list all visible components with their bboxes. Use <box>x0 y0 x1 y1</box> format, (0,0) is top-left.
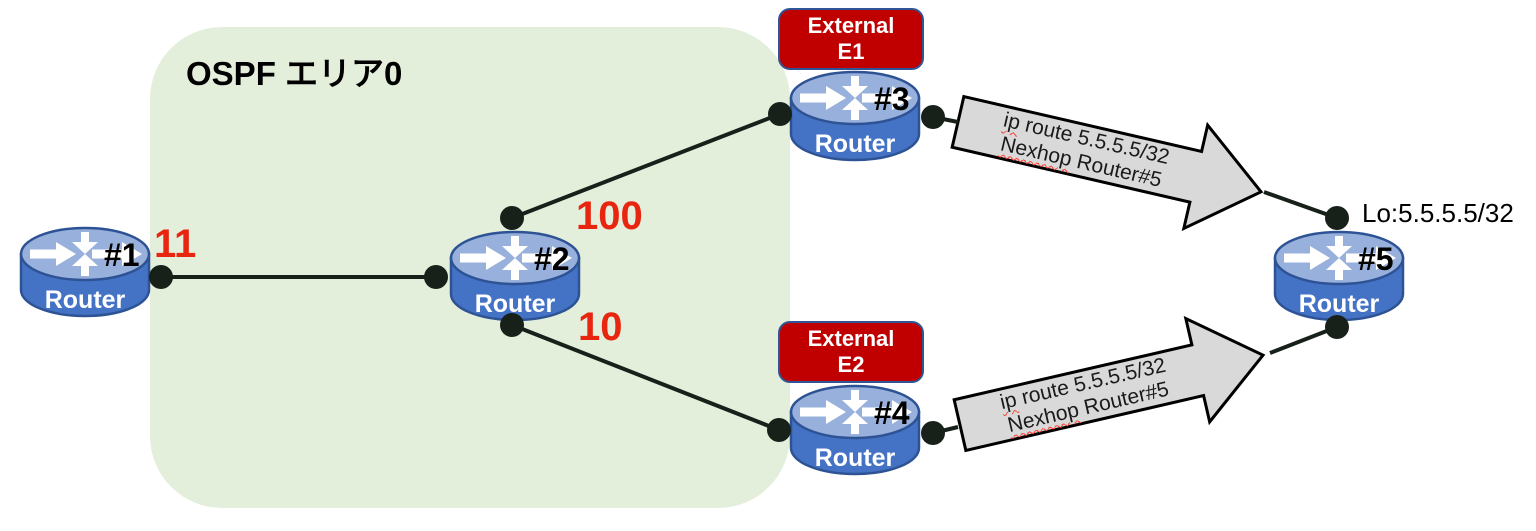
router-icon: #1 Router <box>19 226 151 318</box>
router-traffic-arrows-icon <box>1284 236 1396 280</box>
router-1-node: #1 Router <box>18 226 152 322</box>
badge-text-line2: E1 <box>837 39 865 64</box>
router-traffic-arrows-icon <box>30 232 142 276</box>
router-3-node: #3 Router <box>788 70 922 166</box>
router-number: #2 <box>534 241 570 277</box>
connection-dot <box>921 105 945 129</box>
router-4-node: #4 Router <box>788 384 922 480</box>
link-cost-r2-r4: 10 <box>578 305 623 349</box>
router-label: Router <box>815 444 896 472</box>
router-label: Router <box>1299 290 1380 318</box>
router-icon: #2 Router <box>449 230 581 322</box>
badge-text-line1: External <box>807 13 895 38</box>
router-label: Router <box>475 290 556 318</box>
router-5-node: #5 Router <box>1272 230 1406 326</box>
right-arrow-shape <box>952 315 1266 453</box>
link-arrow2-r5 <box>1269 325 1338 355</box>
router-2-node: #2 Router <box>448 230 582 326</box>
loopback-address-label: Lo:5.5.5.5/32 <box>1362 198 1514 228</box>
router-traffic-arrows-icon <box>460 236 572 280</box>
router-icon: #5 Router <box>1273 230 1405 322</box>
router-label: Router <box>815 130 896 158</box>
router-icon: #4 Router <box>789 384 921 476</box>
router-number: #4 <box>874 395 910 431</box>
link-cost-r1-r2: 11 <box>154 222 197 266</box>
router-icon: #3 Router <box>789 70 921 162</box>
badge-text-line2: E2 <box>837 352 865 377</box>
connection-dot <box>921 421 945 445</box>
router-traffic-arrows-icon <box>800 390 912 434</box>
static-route-arrow-1: ip route 5.5.5.5/32 Nexhop Router#5 <box>943 67 1276 247</box>
external-e2-badge: External E2 <box>778 321 924 383</box>
external-e1-badge: External E1 <box>778 8 924 70</box>
router-traffic-arrows-icon <box>800 76 912 120</box>
link-r4-arrow2 <box>932 425 959 435</box>
router-number: #1 <box>104 237 140 273</box>
router-label: Router <box>45 286 126 314</box>
router-number: #5 <box>1358 241 1394 277</box>
right-arrow-shape <box>950 94 1264 232</box>
link-arrow1-r5 <box>1263 190 1338 220</box>
connection-dot <box>1325 206 1349 230</box>
link-r3-arrow1 <box>932 115 959 124</box>
static-route-arrow-2: ip route 5.5.5.5/32 Nexhop Router#5 <box>945 300 1278 480</box>
ospf-area0-label: OSPF エリア0 <box>186 55 403 92</box>
router-number: #3 <box>874 81 910 117</box>
badge-text-line1: External <box>807 326 895 351</box>
link-cost-r2-r3: 100 <box>576 194 643 238</box>
